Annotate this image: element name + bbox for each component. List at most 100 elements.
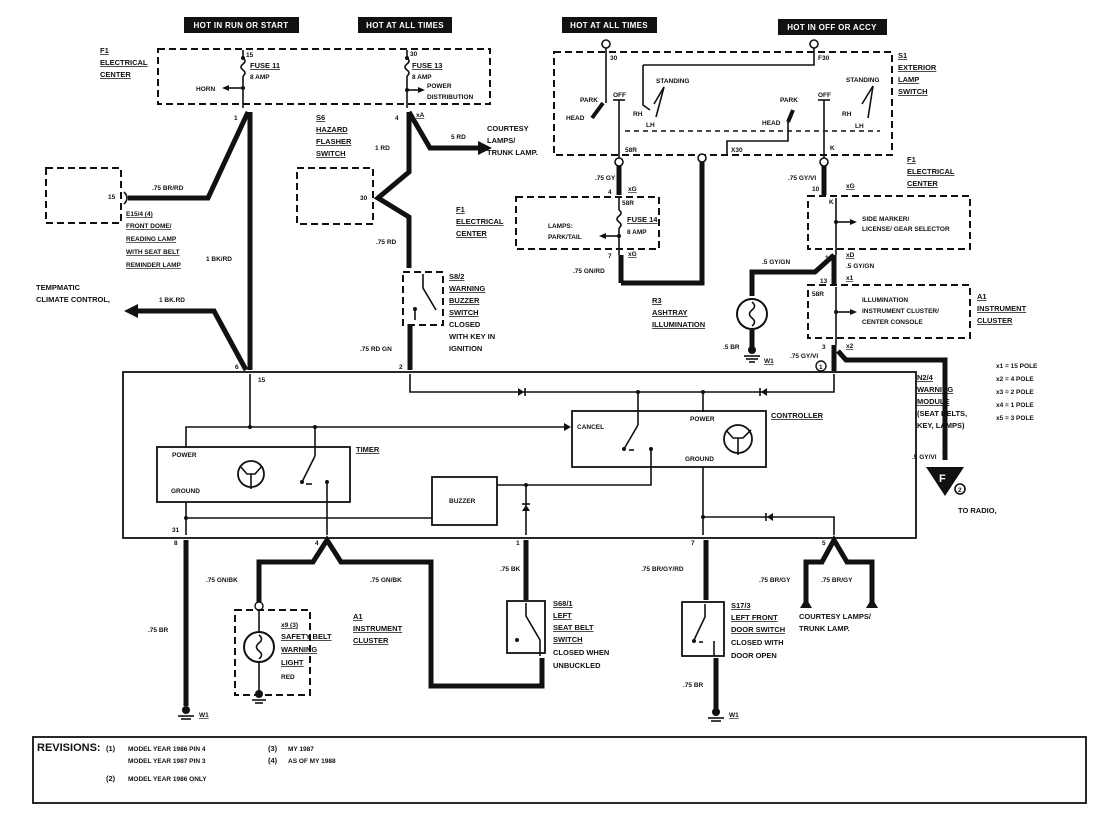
diagram-label: AS OF MY 1988 [288,758,336,765]
wire-segment [590,101,605,120]
diagram-label: MODULE [917,397,950,406]
diagram-label: ELECTRICAL [100,58,148,67]
diagram-label: OFF [818,92,831,99]
wire-segment [45,167,122,224]
diagram-label: EXTERIOR [898,63,937,72]
wire-segment [185,426,568,448]
diagram-label: (3) [268,744,278,753]
diagram-label: ASHTRAY [652,308,688,317]
wire-segment [807,195,971,250]
diagram-label: 10 [812,186,820,193]
diagram-label: TEMPMATIC [36,283,81,292]
diagram-label: .75 BK [500,566,521,573]
wire-segment [431,476,498,526]
diagram-label: CLOSED WITH [731,638,784,647]
diagram-label: GROUND [171,488,200,495]
diagram-label: FRONT DOME/ [126,223,172,230]
wire-segment [866,598,878,608]
diagram-label: CLUSTER [977,316,1013,325]
diagram-label: STANDING [846,77,879,84]
wire-segment [239,465,263,489]
diagram-label: (SEAT BELTS, [917,409,967,418]
diagram-label: FLASHER [316,137,352,146]
header-text: HOT IN RUN OR START [194,21,289,30]
diagram-label: UNBUCKLED [553,661,601,670]
diagram-label: 13 [820,278,828,285]
seat-belt-switch: 1 .75 BK S68/1 LEFT SEAT BELT SWITCH CLO… [500,540,609,670]
diagram-label: CLUSTER [353,636,389,645]
wire-segment [697,153,707,163]
wire-segment [643,48,815,66]
power-header-all-times-2: HOT AT ALL TIMES [562,17,657,33]
diagram-label: TRUNK LAMP. [487,148,538,157]
diagram-label: SWITCH [449,308,479,317]
wire-segment [815,360,827,372]
radio-connector: .5 GY/VI F 2 TO RADIO, [912,454,997,515]
wire-segment [736,298,768,330]
wire-segment [254,601,264,611]
wire-segment [850,219,857,225]
diagram-label: 15 [108,194,116,201]
wire-segment [222,85,229,91]
wire-segment [642,65,651,111]
wire-segment [373,112,412,268]
wire-segment [418,87,425,93]
diagram-label: S1 [898,51,907,60]
diagram-label: BUZZER [449,296,480,305]
diagram-label: FUSE 13 [412,61,442,70]
power-header-run-start: HOT IN RUN OR START [184,17,299,33]
wire-segment [32,736,1087,804]
diagram-label: DOOR OPEN [731,651,777,660]
diagram-label: .75 RD GN [360,346,392,353]
diagram-label: S68/1 [553,599,573,608]
wire-segment [614,157,624,167]
fuse-13: 30 FUSE 13 8 AMP POWER DISTRIBUTION 4 xA [395,50,474,122]
diagram-label: 58R [622,200,634,207]
wire-segment [515,638,519,642]
diagram-label: 6 [235,364,239,371]
wire-segment [240,57,246,77]
wire-segment [850,309,857,315]
diagram-label: CONTROLLER [771,411,824,420]
wire-segment [255,634,263,660]
revisions-title: REVISIONS: [37,742,101,754]
diagram-label: DISTRIBUTION [427,94,474,101]
f1-electrical-center-mid: F1 ELECTRICAL CENTER [456,196,660,250]
diagram-label: x9 (3) [281,622,298,629]
wire-segment [786,109,795,123]
diagram-label: S6 [316,113,325,122]
diagram-label: LEFT [553,611,572,620]
diagram-label: .75 GN/RD [573,268,605,275]
diagram-label: A1 [353,612,363,621]
wire-segment [767,513,773,521]
wire-segment [778,19,887,35]
diagram-label: WITH KEY IN [449,332,495,341]
diagram-label: TRUNK LAMP. [799,624,850,633]
diagram-label: 30 [410,51,418,58]
revisions-box: REVISIONS: (1) MODEL YEAR 1986 PIN 4 MOD… [32,736,1087,804]
diagram-label: LICENSE/ GEAR SELECTOR [862,226,950,233]
diagram-label: INSTRUMENT [353,624,403,633]
diagram-label: POWER [690,416,715,423]
wire-segment [409,374,835,393]
diagram-label: ELECTRICAL [456,217,504,226]
diagram-label: W1 [729,712,739,719]
diagram-label: 30 [610,55,618,62]
diagram-label: SAFETY BELT [281,632,332,641]
diagram-label: CENTER [907,179,938,188]
diagram-label: PARK/TAIL [548,234,582,241]
diagram-label: .75 BR [683,682,704,689]
wire-segment [234,609,311,696]
wire-segment [692,639,696,643]
power-header-off-accy: HOT IN OFF OR ACCY [778,19,887,35]
warning-buzzer-switch: S8/2 WARNING BUZZER SWITCH CLOSED WITH K… [360,271,495,371]
wire-segment [243,631,275,663]
diagram-label: HAZARD [316,125,348,134]
diagram-label: E15/4 (4) [126,211,153,218]
wire-segment [256,535,545,689]
wire-segment [358,17,452,33]
diagram-label: COURTESY [487,124,529,133]
diagram-label: .5 GY/VI [912,454,937,461]
diagram-label: LIGHT [281,658,304,667]
